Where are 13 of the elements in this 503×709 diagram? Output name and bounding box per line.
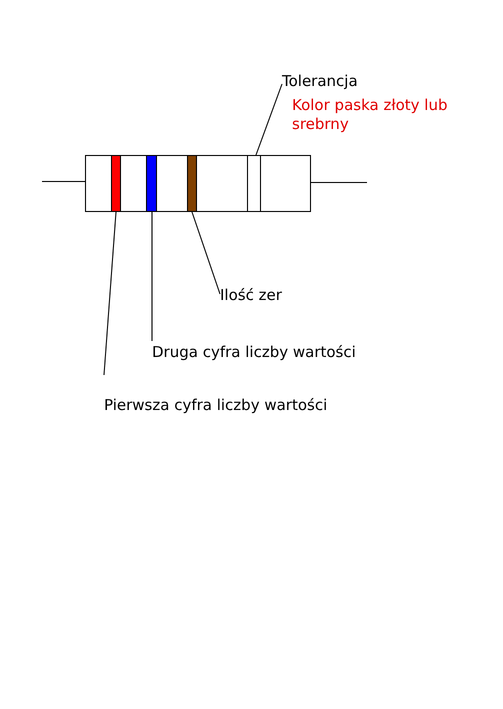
color-band [146,155,157,212]
color-band [187,155,197,212]
color-band [247,155,261,212]
note-text: Kolor paska złoty lub srebrny [292,96,448,134]
leader-line [192,212,220,294]
callout-text: Druga cyfra liczby wartości [152,341,356,363]
callout-text: Pierwsza cyfra liczby wartości [104,394,328,416]
callout-text: Ilość zer [220,284,282,306]
resistor-body [85,155,311,212]
leader-line [104,212,116,376]
leader-line [256,84,282,156]
color-band [111,155,121,212]
callout-text: Tolerancja [282,70,358,92]
